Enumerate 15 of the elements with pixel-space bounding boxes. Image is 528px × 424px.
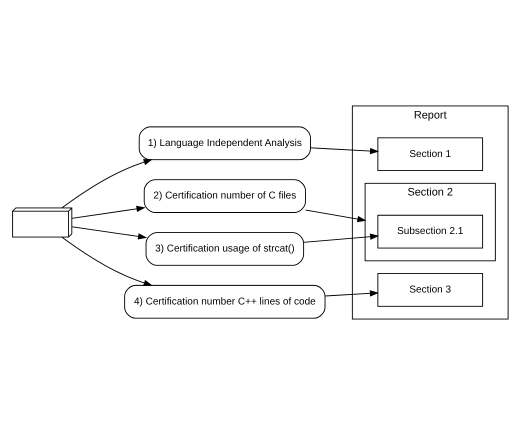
node-box: 4) Certification number C++ lines of code (124, 284, 326, 318)
arrow (61, 158, 153, 208)
arrow (305, 209, 366, 222)
node-box: 2) Certification number of C files (144, 178, 306, 212)
arrow (72, 226, 148, 240)
node-box: Subsection 2.1 (377, 214, 484, 248)
arrow (72, 205, 146, 218)
node-box: Section 3 (377, 272, 484, 306)
node-box: 1) Language Independent Analysis (138, 126, 311, 160)
node-box: Section 1 (377, 136, 484, 171)
arrow (324, 290, 380, 296)
arrow (61, 236, 153, 286)
arrow (310, 146, 380, 154)
arrow (303, 232, 380, 242)
node-box: 3) Certification usage of strcat() (146, 232, 304, 266)
